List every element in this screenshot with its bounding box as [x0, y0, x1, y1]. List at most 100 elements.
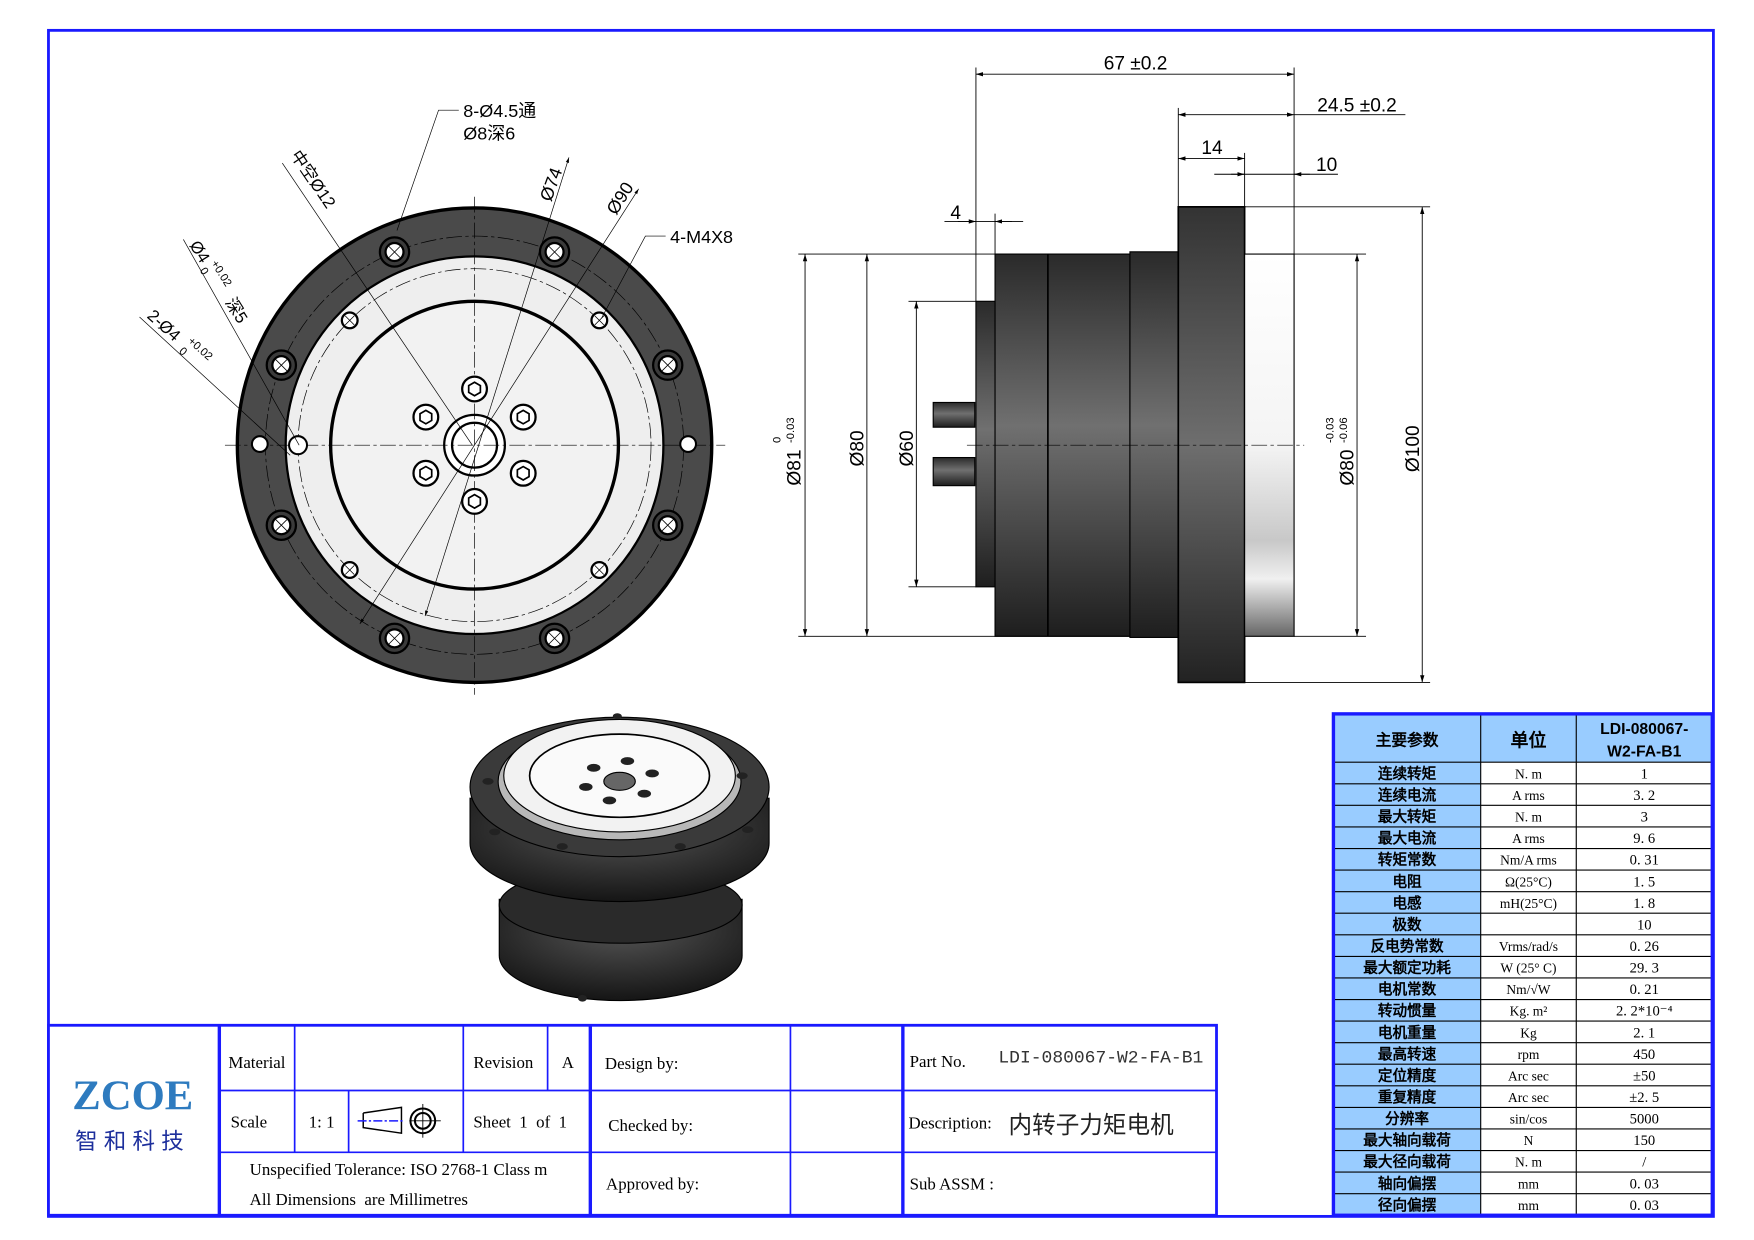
- spec-value: 9. 6: [1633, 831, 1655, 847]
- isometric-view: [469, 713, 770, 1002]
- company-name-cn: 智 和 科 技: [75, 1129, 184, 1154]
- header-model-line2: W2-FA-B1: [1607, 744, 1681, 761]
- pin-hole-tol-lower: 0: [197, 266, 210, 278]
- spec-value: 2. 2*10⁻⁴: [1616, 1004, 1673, 1020]
- dim-dia-81-tol-lower: -0.03: [785, 417, 797, 443]
- dim-dia-80: Ø80: [848, 430, 869, 466]
- dowel-pin-hole: [250, 435, 269, 453]
- spec-parameter: 轴向偏摆: [1378, 1174, 1437, 1192]
- spec-parameter: 电机重量: [1378, 1023, 1437, 1041]
- spec-value: 3: [1641, 810, 1648, 826]
- spec-value: 2. 1: [1633, 1025, 1655, 1041]
- spec-value: 0. 31: [1630, 853, 1659, 869]
- part-no-label: Part No.: [910, 1052, 966, 1071]
- hex-screw: [509, 403, 537, 431]
- spec-unit: W (25° C): [1500, 961, 1556, 976]
- spec-unit: N: [1524, 1133, 1534, 1148]
- spec-value: ±2. 5: [1629, 1090, 1659, 1106]
- spec-parameter: 电阻: [1392, 872, 1422, 890]
- revision-value: A: [562, 1053, 575, 1072]
- design-by-label: Design by:: [605, 1054, 679, 1073]
- spec-unit: Nm/√W: [1506, 982, 1550, 997]
- spec-unit: Arc sec: [1508, 1090, 1549, 1105]
- dim-dia-80-output-tol-upper: -0.03: [1324, 417, 1336, 443]
- hex-screw: [412, 403, 440, 431]
- approved-by-label: Approved by:: [606, 1174, 699, 1193]
- pin-hole-tol-upper: +0.02: [208, 258, 233, 288]
- header-unit: 单位: [1511, 729, 1547, 750]
- spec-unit: rpm: [1518, 1047, 1540, 1062]
- spec-parameter: 定位精度: [1378, 1066, 1437, 1084]
- material-label: Material: [228, 1053, 285, 1072]
- spec-unit: sin/cos: [1510, 1112, 1547, 1127]
- spec-unit: mm: [1518, 1198, 1539, 1213]
- spec-parameter: 转矩常数: [1378, 851, 1437, 869]
- spec-unit: A rms: [1512, 788, 1545, 803]
- label-hollow-12: 中空Ø12: [287, 147, 339, 212]
- units-note: All Dimensions are Millimetres: [250, 1190, 468, 1209]
- scale-label: Scale: [231, 1113, 268, 1132]
- spec-parameter: 极数: [1392, 915, 1422, 933]
- dim-output-width: 10: [1316, 155, 1337, 176]
- spec-unit: Vrms/rad/s: [1499, 939, 1558, 954]
- callout-through-holes: 8-Ø4.5通: [463, 101, 536, 121]
- dim-length-flange: 24.5 ±0.2: [1317, 95, 1397, 116]
- tolerance-note: Unspecified Tolerance: ISO 2768-1 Class …: [250, 1160, 548, 1179]
- spec-value: 29. 3: [1630, 961, 1659, 977]
- spec-parameter: 最大轴向载荷: [1363, 1131, 1451, 1149]
- description-label: Description:: [908, 1114, 991, 1133]
- dim-dia-80-output-tol-lower: -0.06: [1338, 417, 1350, 443]
- spec-value: /: [1642, 1155, 1647, 1171]
- mounting-flange: [1177, 206, 1246, 684]
- spec-parameter: 电感: [1392, 894, 1422, 912]
- spec-row: 反电势常数 Vrms/rad/s 0. 26: [1371, 937, 1659, 955]
- header-parameter: 主要参数: [1376, 730, 1439, 749]
- label-dia-74: Ø74: [536, 165, 566, 204]
- pin-holes-2-tol-upper: +0.02: [185, 335, 214, 363]
- label-pin-hole: Ø4: [186, 237, 214, 266]
- spec-value: 0. 26: [1630, 939, 1659, 955]
- spec-unit: mm: [1518, 1176, 1539, 1191]
- checked-by-label: Checked by:: [608, 1116, 693, 1135]
- spec-parameter: 连续转矩: [1378, 764, 1437, 782]
- dim-dia-100: Ø100: [1403, 425, 1424, 472]
- spec-parameter: 分辨率: [1385, 1110, 1429, 1128]
- spec-value: 150: [1633, 1133, 1655, 1149]
- spec-parameter: 最大转矩: [1378, 808, 1437, 826]
- spec-parameter: 最高转速: [1378, 1045, 1437, 1063]
- connector-pin-upper: [932, 401, 976, 428]
- dim-dia-81-tol-upper: 0: [771, 437, 783, 443]
- projection-symbol-icon: [357, 1103, 441, 1138]
- spec-parameter: 最大额定功耗: [1363, 959, 1451, 977]
- dim-dia-81: Ø81: [785, 450, 806, 486]
- spec-value: 0. 21: [1630, 982, 1659, 998]
- callout-counterbore: Ø8深6: [463, 123, 515, 143]
- dim-dia-60: Ø60: [897, 430, 918, 466]
- sheet-number: Sheet 1 of 1: [473, 1113, 567, 1132]
- spec-value: 1. 8: [1633, 896, 1655, 912]
- spec-row: 转矩常数 Nm/A rms 0. 31: [1378, 851, 1659, 869]
- dim-cap-width: 4: [950, 203, 961, 224]
- spec-row: 最大额定功耗 W (25° C) 29. 3: [1363, 959, 1659, 977]
- spec-row: 最大轴向载荷 N 150: [1363, 1131, 1655, 1149]
- spec-parameter: 反电势常数: [1371, 937, 1444, 955]
- spec-unit: Kg: [1520, 1025, 1537, 1040]
- spec-unit: Nm/A rms: [1500, 853, 1557, 868]
- pin-holes-2-tol-lower: 0: [176, 345, 189, 358]
- body-step: [1129, 251, 1179, 638]
- connector-pin-lower: [932, 456, 976, 487]
